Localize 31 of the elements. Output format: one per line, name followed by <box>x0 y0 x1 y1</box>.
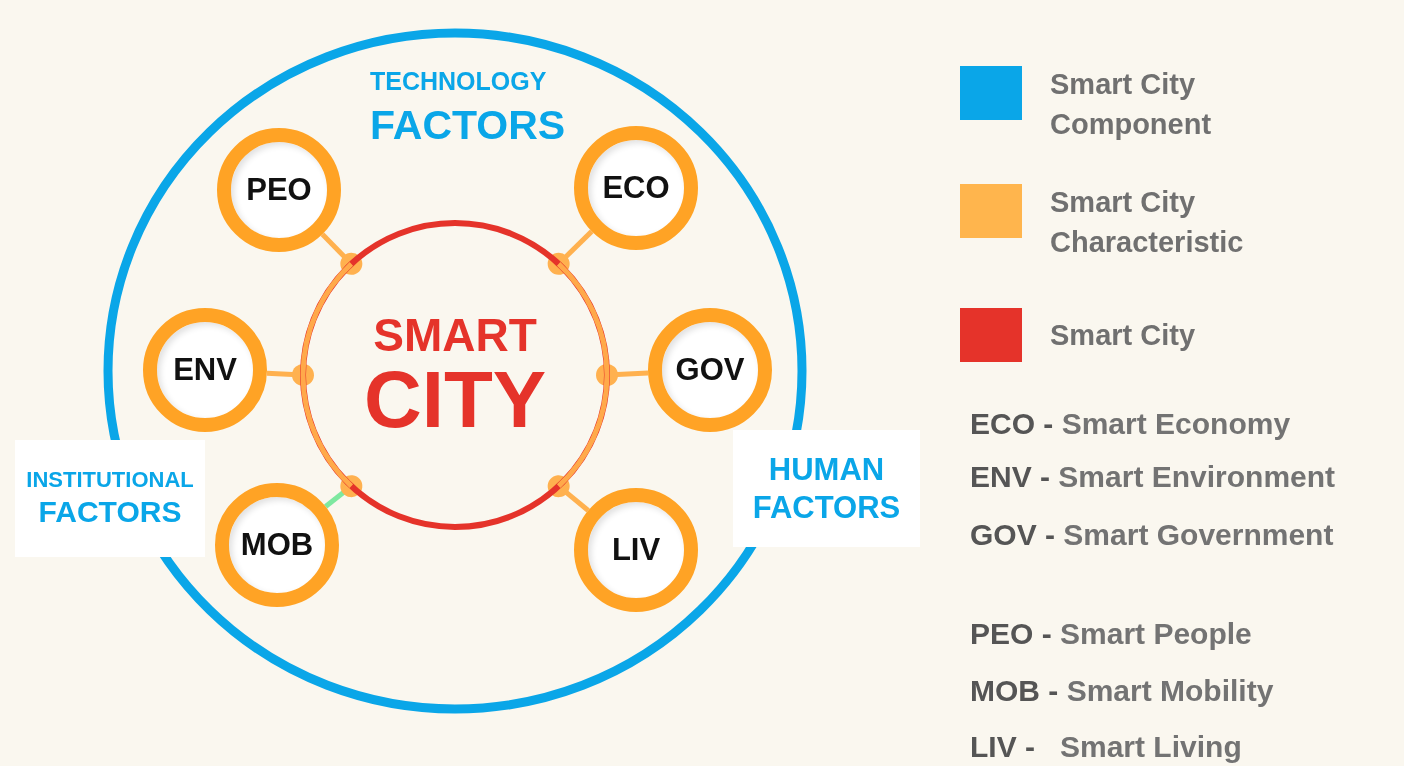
connector-line <box>324 475 363 509</box>
factor-box <box>15 440 205 557</box>
abbreviation-text: LIV - Smart Living <box>970 730 1242 764</box>
title-text: CITY <box>363 360 547 440</box>
abbreviation-text: ECO - Smart Economy <box>970 407 1291 441</box>
abbreviation-text: ENV - Smart Environment <box>970 460 1336 494</box>
factor-label: FACTORS <box>752 488 901 526</box>
legend-label: Smart City Characteristic <box>1050 185 1245 260</box>
characteristic-label: ENV <box>173 352 237 388</box>
factor-box <box>733 430 920 547</box>
abbreviation-text: PEO - Smart People <box>970 617 1252 651</box>
characteristic-label: LIV <box>611 532 661 568</box>
connector-line <box>547 475 590 513</box>
characteristic-label: GOV <box>675 352 745 388</box>
connector-line <box>266 364 314 386</box>
factor-label: FACTORS <box>38 493 182 530</box>
heading-text: TECHNOLOGY <box>370 67 547 96</box>
connector-line <box>596 364 649 386</box>
factor-label: HUMAN <box>768 451 885 489</box>
abbreviation-text: MOB - Smart Mobility <box>970 674 1274 708</box>
heading-text: FACTORS <box>370 102 566 149</box>
legend-label: Smart City <box>1050 318 1197 353</box>
abbreviation-text: GOV - Smart Government <box>970 518 1334 552</box>
characteristic-label: MOB <box>240 527 314 563</box>
connector-line <box>320 232 363 275</box>
factor-label: INSTITUTIONAL <box>26 467 194 494</box>
characteristic-label: PEO <box>246 172 312 208</box>
legend-label: Smart City Component <box>1050 67 1213 142</box>
characteristic-label: ECO <box>602 170 670 206</box>
connector-line <box>547 229 594 275</box>
title-text: SMART <box>373 310 537 360</box>
